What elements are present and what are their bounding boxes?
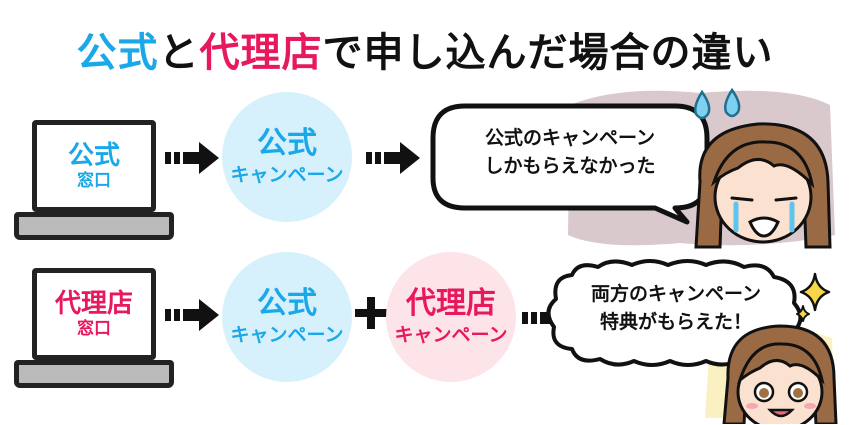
arrow-right-icon xyxy=(366,142,420,174)
title-agency: 代理店 xyxy=(199,30,323,76)
laptop-screen: 公式 窓口 xyxy=(32,120,156,212)
campaign-official-circle: 公式 キャンペーン xyxy=(222,92,352,222)
campaign-sublabel: キャンペーン xyxy=(230,324,344,346)
sparkle-icon xyxy=(796,272,831,322)
bubble-text: 両方のキャンペーン 特典がもらえた！ xyxy=(560,280,792,336)
campaign-sublabel: キャンペーン xyxy=(394,324,508,346)
laptop-screen: 代理店 窓口 xyxy=(32,268,156,360)
laptop-label: 代理店 xyxy=(54,289,133,319)
campaign-agency-circle: 代理店 キャンペーン xyxy=(386,252,516,382)
bubble-text: 公式のキャンペーン しかもらえなかった xyxy=(440,124,700,180)
page-title: 公式と代理店で申し込んだ場合の違い xyxy=(0,20,850,78)
arrow-right-icon xyxy=(165,142,219,174)
bubble-line: 特典がもらえた！ xyxy=(599,311,752,333)
laptop-sublabel: 窓口 xyxy=(77,319,111,339)
campaign-label: 公式 xyxy=(257,126,317,161)
laptop-sublabel: 窓口 xyxy=(77,171,111,191)
campaign-sublabel: キャンペーン xyxy=(230,164,344,186)
laptop-label: 公式 xyxy=(67,141,120,171)
campaign-label: 公式 xyxy=(257,286,317,321)
sweat-drop-icon xyxy=(694,88,741,120)
title-rest: で申し込んだ場合の違い xyxy=(322,30,774,76)
bubble-line: 公式のキャンペーン xyxy=(484,127,656,149)
speech-bubble xyxy=(430,103,710,225)
laptop-keyboard xyxy=(14,360,174,388)
title-particle: と xyxy=(158,30,200,76)
happy-girl-illustration xyxy=(722,324,838,424)
bubble-line: しかもらえなかった xyxy=(484,155,656,177)
arrow-right-icon xyxy=(165,299,219,331)
laptop-keyboard xyxy=(14,212,174,240)
plus-icon xyxy=(355,297,387,329)
campaign-label: 代理店 xyxy=(406,286,496,321)
sad-girl-illustration xyxy=(694,122,832,249)
title-official: 公式 xyxy=(76,30,159,76)
bubble-line: 両方のキャンペーン xyxy=(590,283,762,305)
campaign-official-circle: 公式 キャンペーン xyxy=(222,252,352,382)
